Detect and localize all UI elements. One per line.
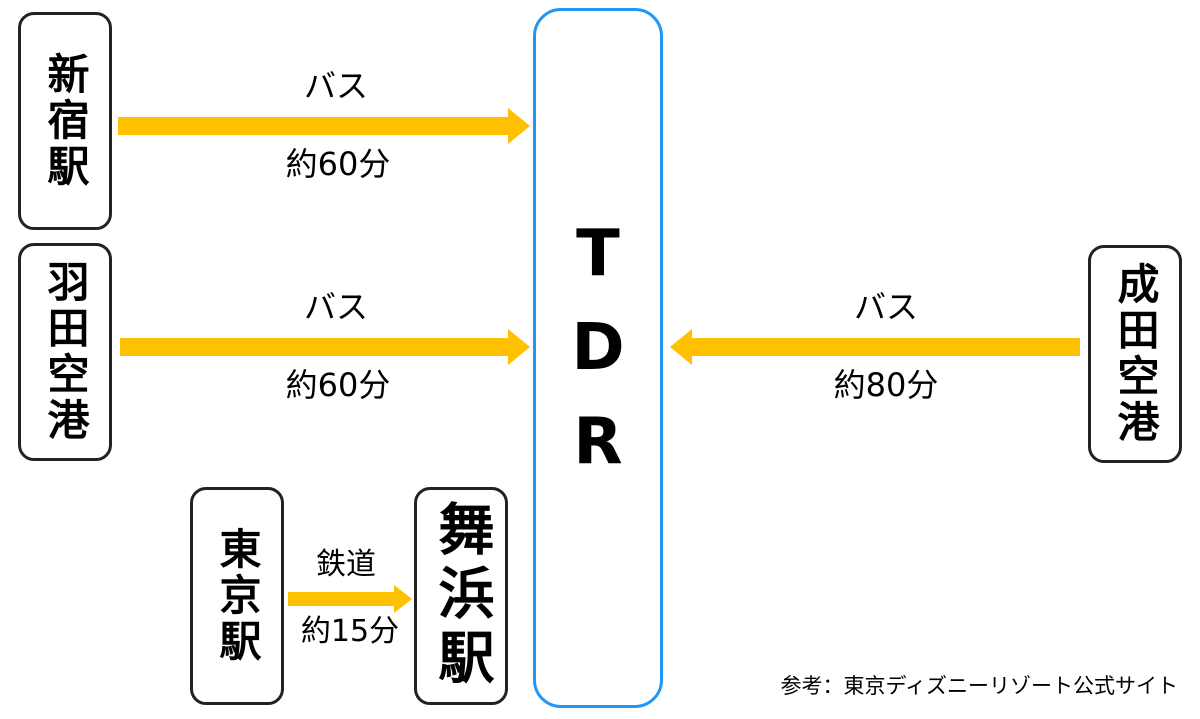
source-note: 参考：東京ディズニーリゾート公式サイト	[780, 674, 1178, 698]
shinjuku-route-mode: バス	[303, 67, 369, 105]
maihama-station-label: 舞浜駅	[429, 500, 494, 692]
haneda-airport-label: 羽田空港	[41, 260, 90, 444]
tokyo-station-label: 東京駅	[213, 527, 262, 665]
haneda-route-time: 約60分	[285, 366, 391, 404]
shinjuku-route-time: 約60分	[285, 145, 391, 183]
shinjuku-station-label: 新宿駅	[41, 52, 90, 190]
tdr-label: TDR	[561, 217, 635, 499]
narita-route-time: 約80分	[833, 366, 939, 404]
tokyo-to-maihama-arrow	[288, 585, 412, 613]
tdr-box: TDR	[533, 8, 663, 708]
tokyo-route-time: 約15分	[300, 614, 400, 649]
maihama-station-box: 舞浜駅	[414, 487, 508, 705]
haneda-to-tdr-arrow	[120, 329, 530, 365]
narita-to-tdr-arrow	[670, 329, 1080, 365]
haneda-airport-box: 羽田空港	[18, 243, 112, 461]
haneda-route-mode: バス	[303, 288, 369, 326]
narita-airport-box: 成田空港	[1088, 245, 1182, 463]
tokyo-route-mode: 鉄道	[316, 547, 376, 582]
shinjuku-to-tdr-arrow	[118, 108, 530, 144]
tokyo-station-box: 東京駅	[190, 487, 284, 705]
narita-airport-label: 成田空港	[1111, 262, 1160, 446]
narita-route-mode: バス	[853, 288, 919, 326]
shinjuku-station-box: 新宿駅	[18, 12, 112, 230]
